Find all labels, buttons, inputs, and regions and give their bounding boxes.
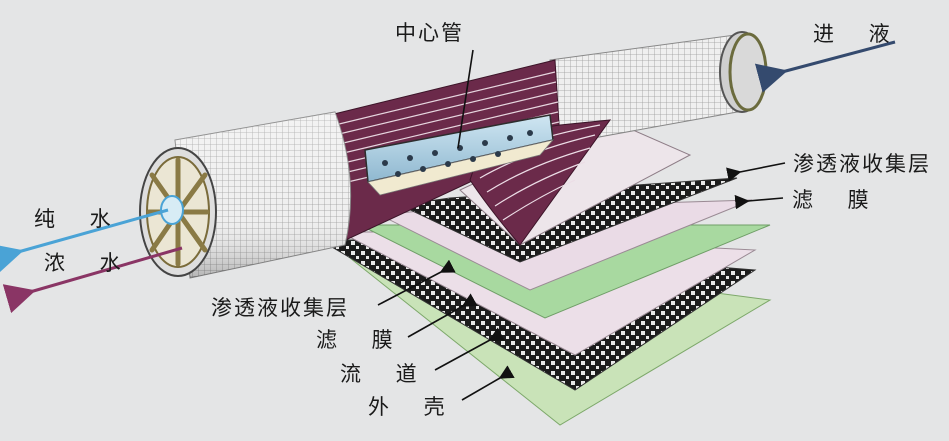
outer-shell-leader [461, 365, 515, 401]
label-membrane-left: 滤 膜 [316, 328, 407, 352]
label-feed-in: 进 液 [813, 22, 904, 46]
label-permeate-collector-left: 渗透液收集层 [211, 296, 349, 320]
anti-telescoping-device [139, 147, 217, 277]
membrane-left-leader [407, 293, 478, 338]
center-tube-leader [457, 49, 474, 149]
element-cylinder [139, 31, 768, 279]
label-membrane-right: 滤 膜 [792, 188, 883, 212]
concentrate-arrow [2, 246, 183, 314]
pure-water-arrow [0, 208, 169, 273]
label-center-tube: 中心管 [395, 21, 464, 45]
label-permeate-collector-right: 渗透液收集层 [793, 152, 931, 176]
permeate-collector-left-leader [377, 259, 456, 306]
feed-arrow [754, 40, 896, 93]
label-pure-water: 纯 水 [34, 207, 125, 231]
membrane-right-leader [734, 194, 784, 210]
flow-channel-leader [434, 327, 505, 371]
permeate-collector-right-leader [726, 162, 786, 182]
label-concentrate: 浓 水 [44, 251, 135, 275]
label-flow-channel: 流 道 [340, 362, 431, 386]
label-outer-shell: 外 壳 [368, 395, 459, 419]
